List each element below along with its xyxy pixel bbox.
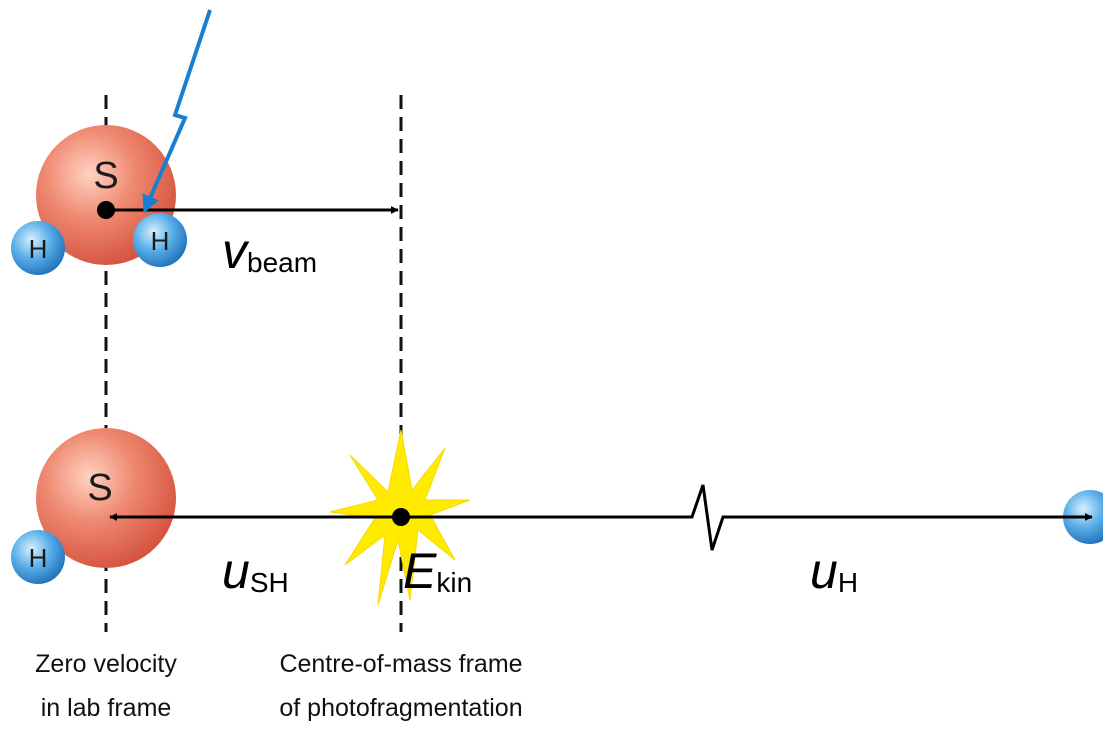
- hydrogen-atom-top-right: [133, 213, 187, 267]
- com-frame-caption-line1: Centre-of-mass frame: [279, 650, 522, 678]
- center-dot-top: [97, 201, 115, 219]
- lab-frame-caption-line1: Zero velocity: [35, 650, 177, 678]
- sulfur-label-bottom: S: [87, 467, 112, 509]
- hydrogen-label-top-right: H: [151, 226, 170, 256]
- v-beam-label: vbeam: [222, 223, 317, 279]
- u-h-label: uH: [810, 543, 858, 599]
- sulfur-label-top: S: [93, 155, 118, 197]
- sulfur-atom-bottom: [36, 428, 176, 568]
- hydrogen-atom-bottom: [11, 530, 65, 584]
- u-sh-label: uSH: [222, 543, 289, 599]
- com-frame-caption-line2: of photofragmentation: [279, 694, 522, 722]
- hydrogen-atom-top-left: [11, 221, 65, 275]
- hydrogen-label-bottom: H: [29, 543, 48, 573]
- u-h-arrow: [401, 484, 1093, 551]
- hydrogen-label-top-left: H: [29, 234, 48, 264]
- h2s-molecule: S H H: [11, 125, 187, 275]
- center-dot-bottom: [392, 508, 410, 526]
- e-kin-label: Ekin: [403, 543, 472, 599]
- lab-frame-caption-line2: in lab frame: [41, 694, 172, 722]
- sh-fragment: S H: [11, 428, 176, 584]
- photon-lightning-arrow-icon: [142, 9, 212, 214]
